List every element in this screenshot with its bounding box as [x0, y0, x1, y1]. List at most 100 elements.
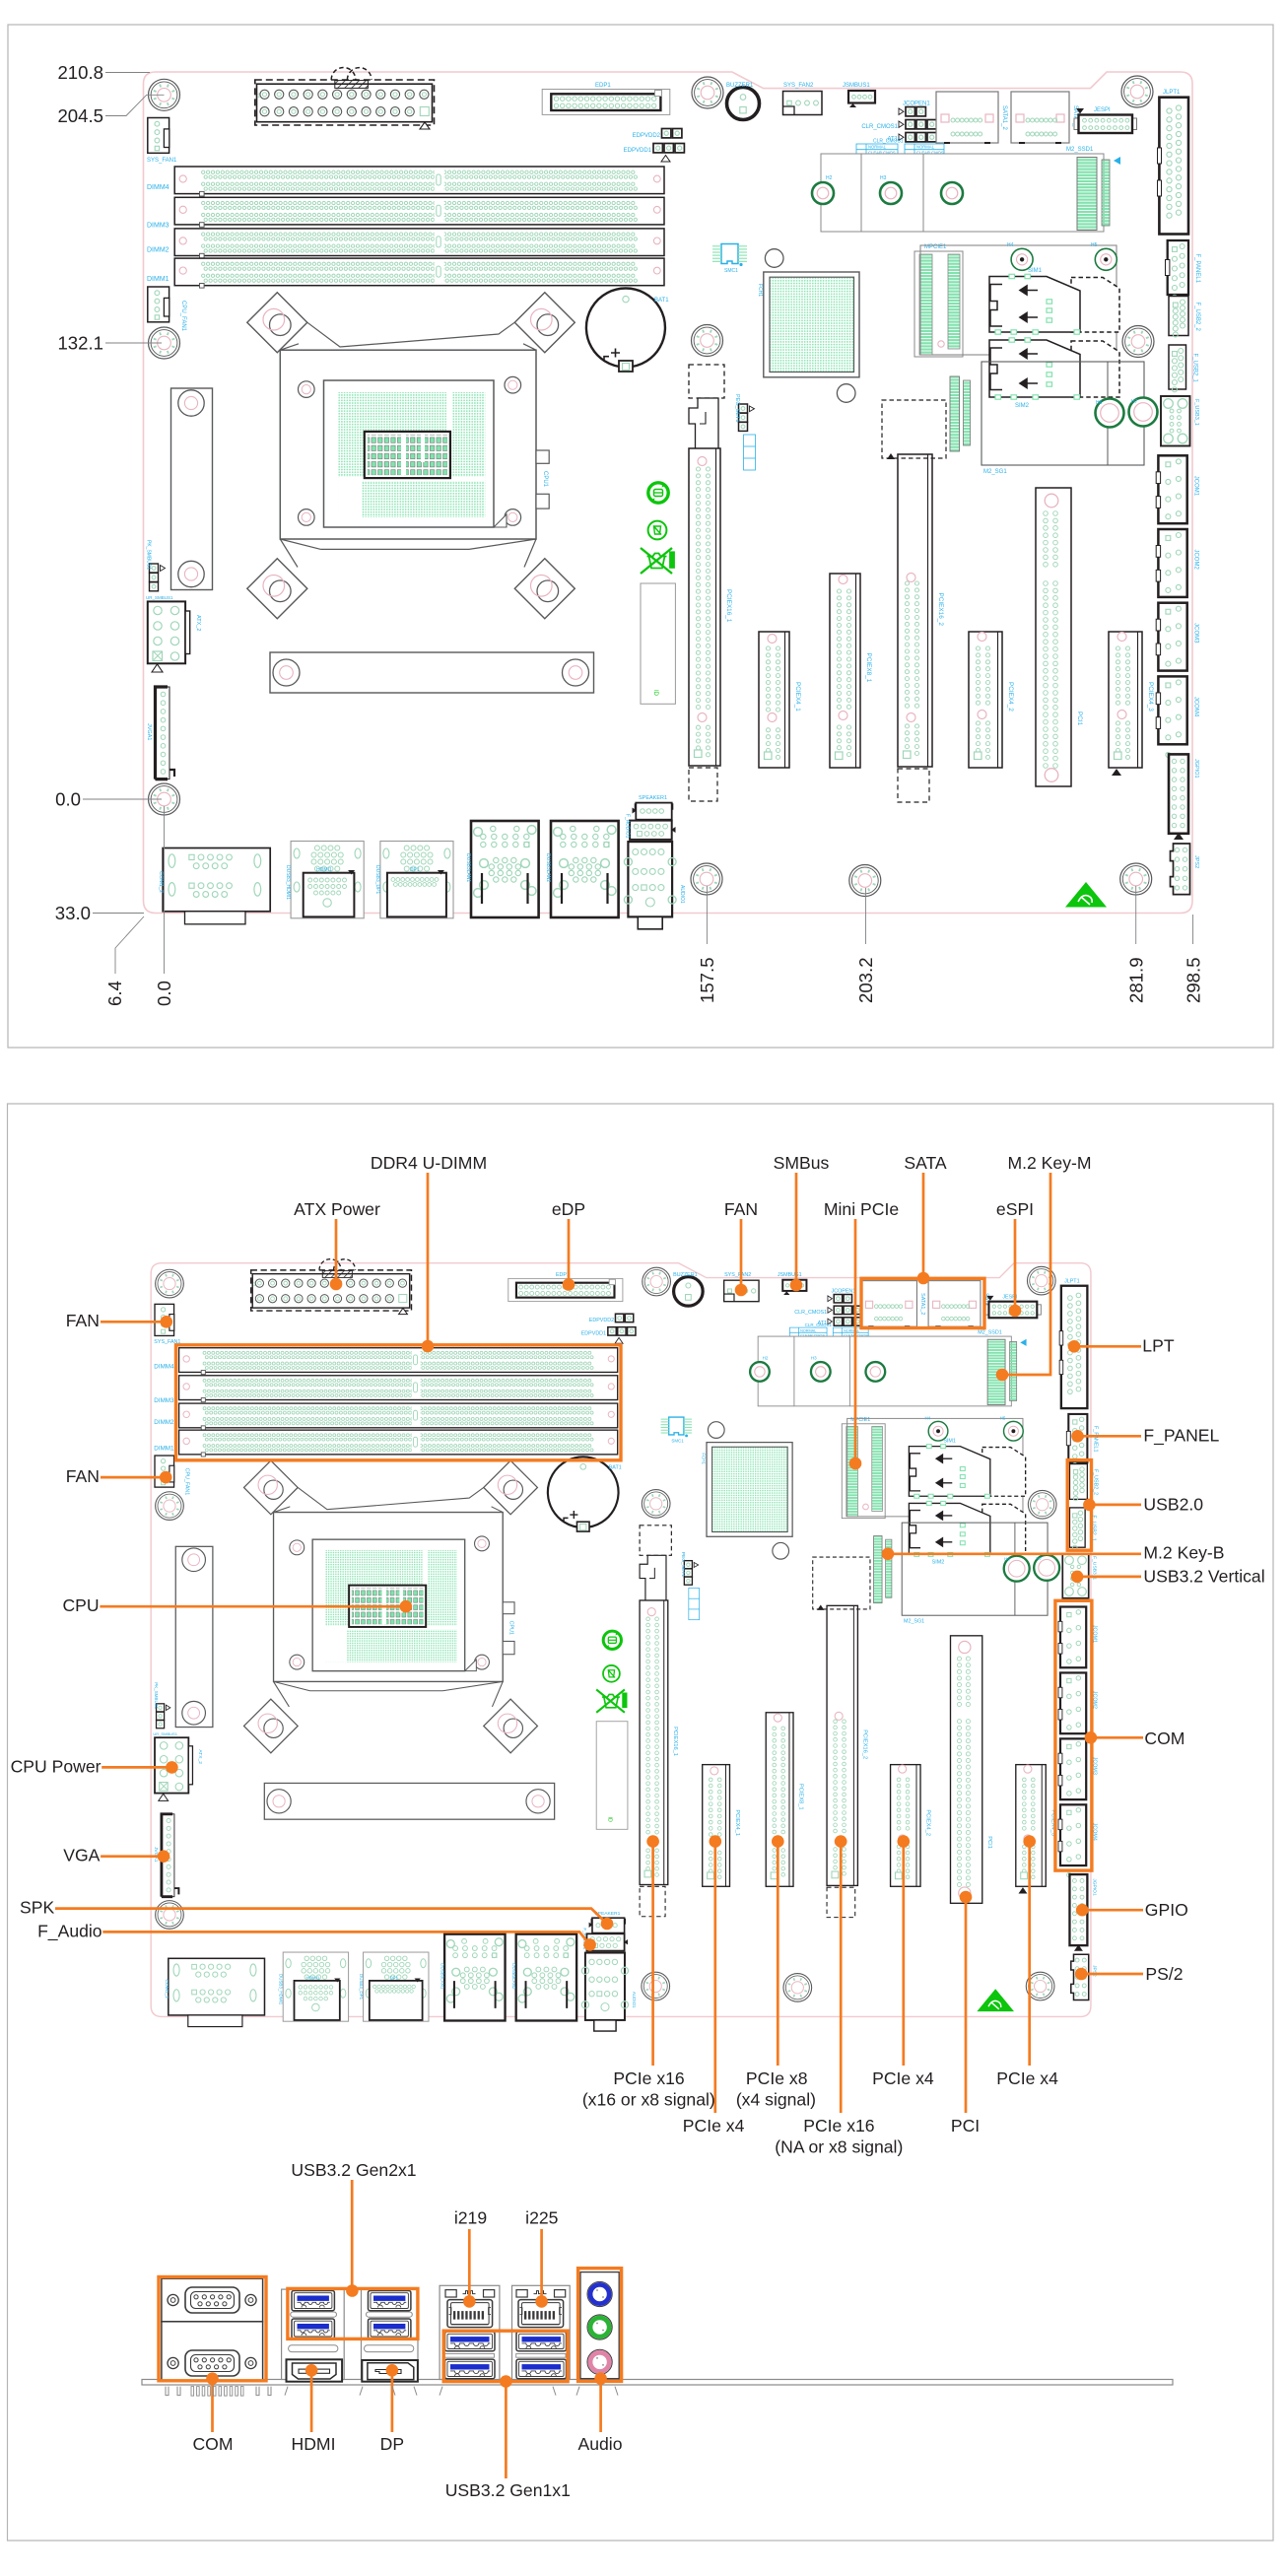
svg-text:PEG_SET1: PEG_SET1 — [734, 394, 740, 422]
svg-text:JCOM1: JCOM1 — [1193, 476, 1199, 497]
svg-text:JCOM4: JCOM4 — [1193, 697, 1199, 717]
svg-text:EDPVDD1: EDPVDD1 — [624, 148, 652, 154]
svg-text:NORMAL: NORMAL — [916, 145, 935, 150]
svg-text:FAN: FAN — [724, 1199, 758, 1219]
svg-text:PCIe x8: PCIe x8 — [746, 2068, 808, 2088]
svg-text:DIMM2: DIMM2 — [147, 247, 169, 254]
svg-text:JCOM3: JCOM3 — [1193, 623, 1199, 644]
svg-text:DIMM4: DIMM4 — [147, 184, 169, 191]
svg-text:M2_SSD1: M2_SSD1 — [1066, 147, 1094, 153]
svg-text:DDR4 U-DIMM: DDR4 U-DIMM — [371, 1153, 487, 1173]
svg-text:FAN: FAN — [66, 1466, 100, 1486]
svg-text:PCI1: PCI1 — [1076, 712, 1083, 726]
svg-text:PCIe x4: PCIe x4 — [683, 2116, 745, 2135]
svg-text:DIMM3: DIMM3 — [147, 223, 169, 230]
svg-text:F_PANEL1: F_PANEL1 — [1194, 254, 1200, 284]
svg-text:JVGA1: JVGA1 — [146, 723, 152, 740]
svg-text:SIM2: SIM2 — [1015, 403, 1030, 409]
svg-text:JPS2: JPS2 — [1193, 855, 1199, 868]
svg-text:6.4: 6.4 — [104, 981, 125, 1006]
svg-text:PCIe x16: PCIe x16 — [613, 2068, 685, 2088]
svg-text:CLEAR CMOS: CLEAR CMOS — [868, 150, 896, 155]
svg-text:AUDIO1: AUDIO1 — [679, 885, 685, 904]
svg-text:eDP: eDP — [552, 1199, 585, 1219]
svg-text:SPK: SPK — [20, 1898, 54, 1918]
svg-text:DIMM1: DIMM1 — [147, 276, 169, 283]
svg-text:USB2.0: USB2.0 — [1143, 1495, 1203, 1515]
svg-text:PCIEX16_1: PCIEX16_1 — [725, 589, 732, 623]
svg-text:USB3.2 Gen1x1: USB3.2 Gen1x1 — [445, 2480, 571, 2500]
svg-text:SATA: SATA — [904, 1153, 947, 1173]
svg-text:F_USB2_1: F_USB2_1 — [1192, 354, 1198, 383]
svg-text:USB3.2 Vertical: USB3.2 Vertical — [1143, 1567, 1264, 1587]
svg-text:157.5: 157.5 — [697, 957, 717, 1003]
svg-text:NORMAL: NORMAL — [868, 145, 887, 150]
svg-text:JCOM2: JCOM2 — [1193, 549, 1199, 570]
svg-text:M2_SG1: M2_SG1 — [983, 469, 1007, 475]
svg-text:CLEAR CMOS: CLEAR CMOS — [916, 150, 944, 155]
svg-text:JSMBUS1: JSMBUS1 — [843, 83, 870, 89]
svg-text:(x16 or x8 signal): (x16 or x8 signal) — [582, 2090, 715, 2110]
svg-text:ATX Power: ATX Power — [294, 1199, 380, 1219]
svg-text:203.2: 203.2 — [855, 957, 876, 1003]
svg-text:BAT1: BAT1 — [654, 298, 669, 304]
svg-text:F_USB2_2: F_USB2_2 — [1194, 303, 1200, 332]
svg-text:SIM1: SIM1 — [1028, 268, 1043, 274]
svg-text:F_AUDIO1: F_AUDIO1 — [625, 814, 631, 839]
svg-text:(x4 signal): (x4 signal) — [736, 2090, 816, 2110]
svg-text:FCH1: FCH1 — [757, 284, 763, 297]
svg-text:PCIe x16: PCIe x16 — [803, 2116, 875, 2135]
svg-text:PCIEX8_1: PCIEX8_1 — [865, 653, 872, 683]
svg-text:H5: H5 — [1091, 242, 1098, 248]
svg-text:Mini PCIe: Mini PCIe — [824, 1199, 899, 1219]
svg-text:COM: COM — [1144, 1729, 1184, 1748]
svg-text:CPU_FAN1: CPU_FAN1 — [180, 301, 186, 332]
svg-text:PCIe x4: PCIe x4 — [996, 2068, 1058, 2088]
svg-text:H6: H6 — [1096, 400, 1103, 406]
svg-text:PCIEX4_1: PCIEX4_1 — [794, 682, 801, 712]
svg-text:F_USB3_1: F_USB3_1 — [1193, 399, 1199, 426]
svg-text:CLR_CMOS1: CLR_CMOS1 — [873, 139, 904, 145]
svg-text:SMBus: SMBus — [774, 1153, 830, 1173]
svg-text:eSPI: eSPI — [996, 1199, 1034, 1219]
svg-text:CPU Power: CPU Power — [11, 1757, 102, 1777]
svg-text:H4: H4 — [1007, 242, 1014, 248]
svg-text:JCOPEN1: JCOPEN1 — [903, 102, 930, 107]
svg-text:Audio: Audio — [578, 2434, 623, 2454]
svg-text:SYS_FAN2: SYS_FAN2 — [783, 83, 814, 89]
svg-text:CPU: CPU — [62, 1595, 99, 1615]
svg-text:281.9: 281.9 — [1126, 957, 1147, 1003]
svg-text:EDPVDD2: EDPVDD2 — [633, 133, 661, 139]
svg-text:0.0: 0.0 — [55, 789, 81, 810]
svg-text:DP: DP — [380, 2434, 404, 2454]
svg-text:COM: COM — [192, 2434, 233, 2454]
svg-text:H7: H7 — [1131, 399, 1138, 405]
svg-text:H3: H3 — [880, 175, 887, 181]
svg-text:PCIEX4_3: PCIEX4_3 — [1147, 682, 1154, 712]
svg-text:0.0: 0.0 — [154, 981, 174, 1006]
svg-text:PK_SMBUS1: PK_SMBUS1 — [146, 540, 152, 570]
svg-text:HDMI: HDMI — [292, 2434, 336, 2454]
svg-text:CLR_CMOS1: CLR_CMOS1 — [861, 124, 898, 130]
svg-text:LPT: LPT — [1142, 1336, 1175, 1356]
svg-text:i225: i225 — [525, 2208, 558, 2228]
svg-text:FAN: FAN — [66, 1311, 100, 1330]
svg-text:PCI: PCI — [951, 2116, 980, 2135]
svg-text:F_PANEL: F_PANEL — [1143, 1426, 1219, 1447]
svg-text:PCIe x4: PCIe x4 — [872, 2068, 934, 2088]
svg-text:M.2 Key-M: M.2 Key-M — [1007, 1153, 1091, 1173]
svg-text:DUSB3_HDMI1: DUSB3_HDMI1 — [285, 865, 291, 900]
svg-text:PS/2: PS/2 — [1145, 1964, 1183, 1984]
svg-text:i219: i219 — [454, 2208, 487, 2228]
svg-text:PCIEX4_2: PCIEX4_2 — [1007, 682, 1014, 712]
svg-text:GPIO: GPIO — [1145, 1900, 1188, 1920]
svg-text:33.0: 33.0 — [55, 903, 91, 923]
svg-text:DUSB3LAN2: DUSB3LAN2 — [545, 853, 551, 882]
svg-text:PCIEX16_2: PCIEX16_2 — [937, 593, 944, 627]
svg-text:SMC1: SMC1 — [724, 268, 738, 274]
svg-text:M.2 Key-B: M.2 Key-B — [1143, 1543, 1224, 1563]
svg-text:H2: H2 — [826, 175, 833, 181]
svg-text:ATX_2: ATX_2 — [195, 615, 201, 631]
svg-text:MPCIE1: MPCIE1 — [924, 244, 947, 250]
svg-text:JESPI: JESPI — [1094, 107, 1111, 113]
